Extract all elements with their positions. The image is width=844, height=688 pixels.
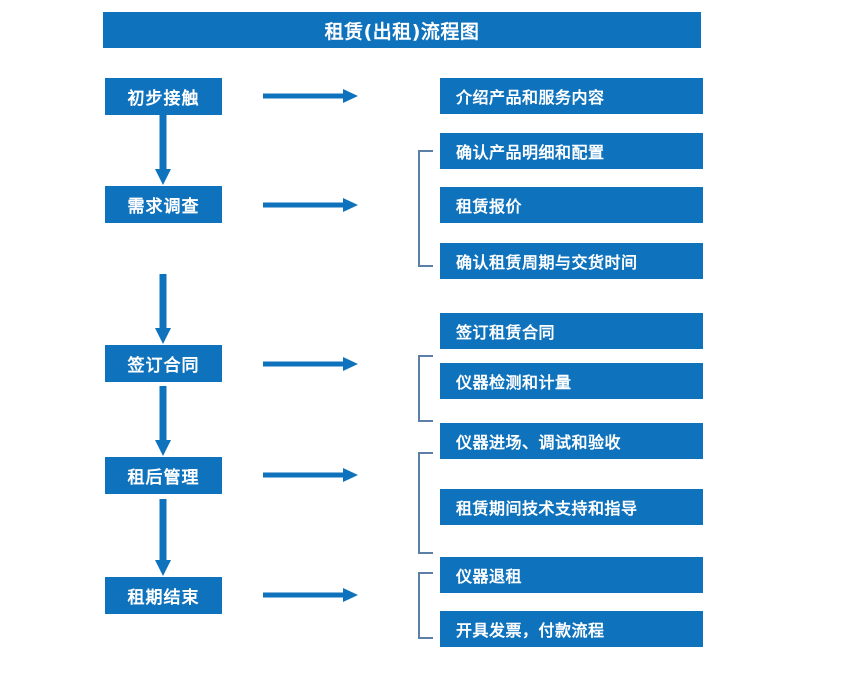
group-bracket-stage2 — [418, 150, 433, 267]
stage-box-5[interactable]: 租期结束 — [105, 577, 222, 614]
stage-box-1[interactable]: 初步接触 — [105, 78, 222, 115]
arrow-right-stage3 — [263, 355, 359, 373]
arrow-down-stage1-stage2 — [153, 115, 173, 186]
detail-box-2-3[interactable]: 确认租赁周期与交货时间 — [440, 243, 703, 279]
arrow-down-stage2-stage3 — [153, 274, 173, 345]
detail-box-2-1[interactable]: 确认产品明细和配置 — [440, 133, 703, 169]
group-bracket-stage5 — [418, 572, 433, 639]
detail-box-3-1[interactable]: 签订租赁合同 — [440, 313, 703, 349]
detail-box-3-2[interactable]: 仪器检测和计量 — [440, 363, 703, 399]
arrow-right-stage2 — [263, 196, 359, 214]
arrow-right-stage4 — [263, 466, 359, 484]
detail-box-4-2[interactable]: 租赁期间技术支持和指导 — [440, 489, 703, 525]
detail-box-5-2[interactable]: 开具发票，付款流程 — [440, 611, 703, 647]
arrow-right-stage1 — [263, 87, 359, 105]
detail-box-2-2[interactable]: 租赁报价 — [440, 187, 703, 223]
detail-box-4-1[interactable]: 仪器进场、调试和验收 — [440, 423, 703, 459]
group-bracket-stage4 — [418, 452, 433, 554]
arrow-right-stage5 — [263, 586, 359, 604]
stage-box-4[interactable]: 租后管理 — [105, 457, 222, 494]
arrow-down-stage3-stage4 — [153, 386, 173, 457]
arrow-down-stage4-stage5 — [153, 499, 173, 577]
diagram-title: 租赁(出租)流程图 — [103, 12, 701, 48]
stage-box-2[interactable]: 需求调查 — [105, 186, 222, 223]
detail-box-5-1[interactable]: 仪器退租 — [440, 557, 703, 593]
stage-box-3[interactable]: 签订合同 — [105, 345, 222, 382]
group-bracket-stage3 — [418, 355, 433, 422]
detail-box-1-1[interactable]: 介绍产品和服务内容 — [440, 78, 703, 114]
